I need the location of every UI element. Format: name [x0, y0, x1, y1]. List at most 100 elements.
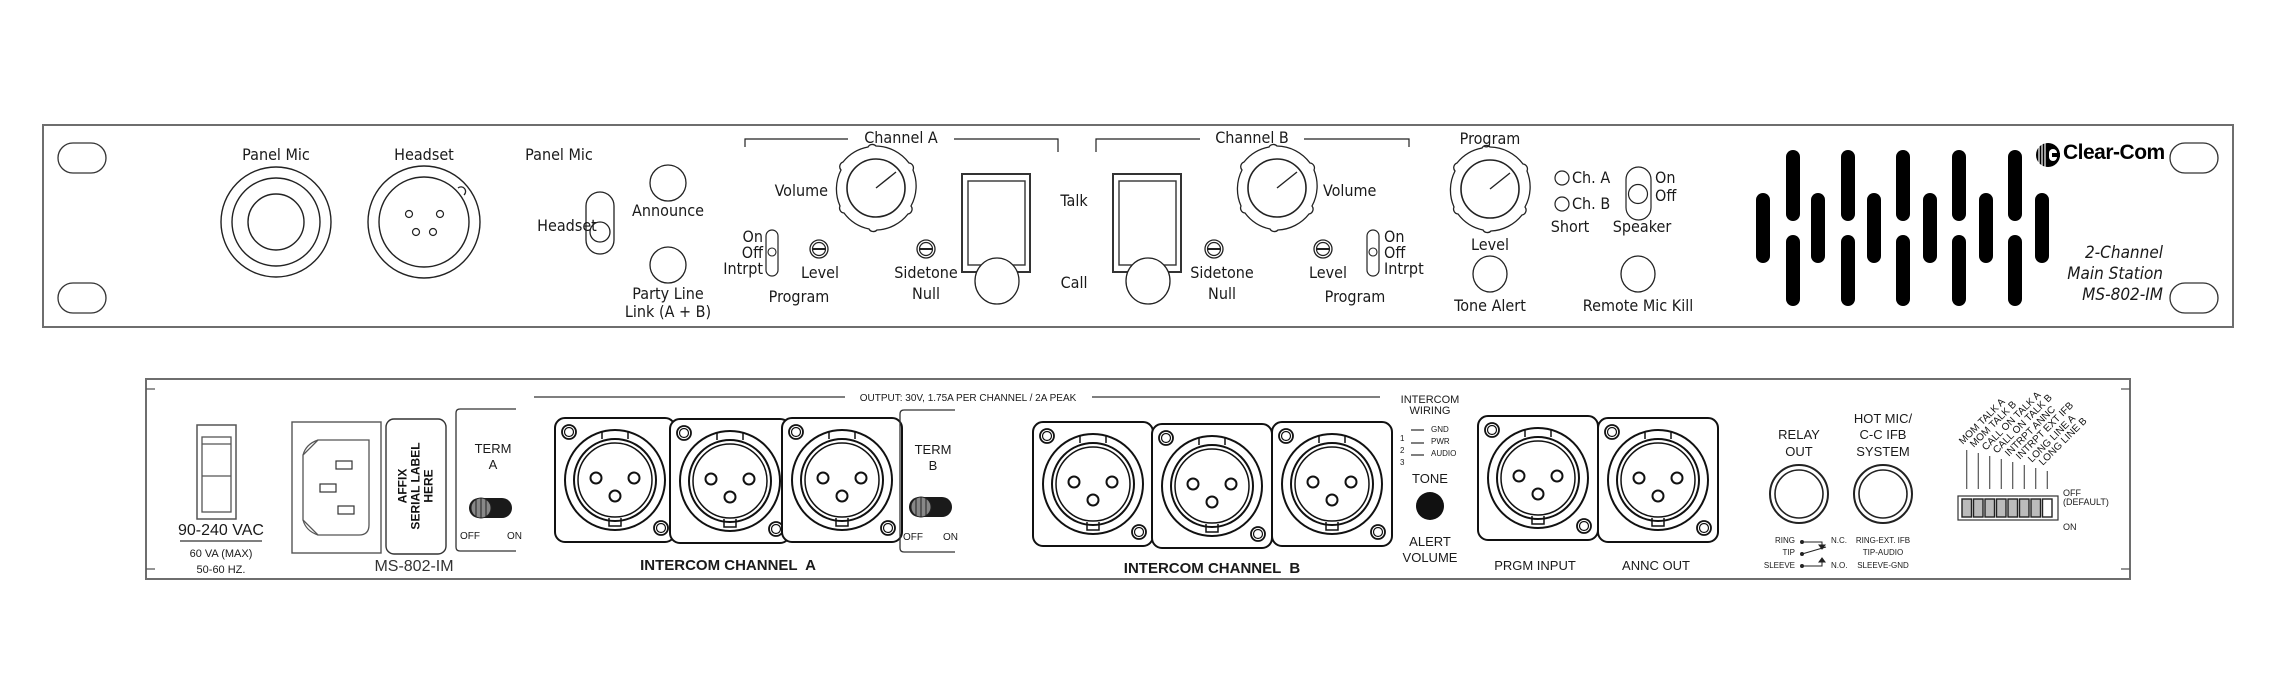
annc-out-connector[interactable]: [1597, 417, 1719, 543]
channel-b-program-switch[interactable]: [1366, 229, 1380, 277]
speaker-slot: [1952, 235, 1966, 306]
term-a-switch[interactable]: [469, 497, 512, 519]
dip-switch-8[interactable]: [2041, 498, 2053, 518]
channel-b-switch-intrpt: Intrpt: [1384, 259, 1424, 278]
panel-mic-jack[interactable]: [220, 166, 332, 278]
hot-mic-ifb-jack[interactable]: [1853, 464, 1913, 524]
program-level-label: Level: [1471, 235, 1509, 254]
dip-switch-6[interactable]: [2018, 498, 2030, 518]
speaker-slot: [1867, 193, 1881, 263]
term-b-label-1: TERM: [914, 442, 952, 457]
dip-switch-3[interactable]: [1984, 498, 1996, 518]
dip-switch-4[interactable]: [1995, 498, 2007, 518]
dip-switch-bank[interactable]: [1957, 450, 2059, 521]
serial-label-area: [385, 418, 447, 555]
annc-out-label: ANNC OUT: [1622, 558, 1690, 573]
power-rating: 90-240 VAC: [178, 522, 264, 539]
program-knob-label: Program: [1459, 129, 1521, 148]
channel-b-program-level-trim[interactable]: [1313, 239, 1333, 259]
party-line-link-label: Link (A + B): [624, 302, 712, 321]
channel-b-sidetone-label: Sidetone: [1190, 263, 1254, 282]
channel-a-level-label: Level: [801, 263, 839, 282]
dip-switch-5[interactable]: [2007, 498, 2019, 518]
dip-switch-1[interactable]: [1961, 498, 1973, 518]
party-line-link-button[interactable]: [649, 246, 687, 284]
channel-a-program-level-trim[interactable]: [809, 239, 829, 259]
wiring-title-1: INTERCOM: [1400, 394, 1460, 406]
speaker-slot: [1811, 193, 1825, 263]
tone-alert-volume-knob[interactable]: [1416, 492, 1444, 520]
tone-alert-button[interactable]: [1472, 255, 1508, 293]
clear-com-logo-icon: [2036, 143, 2060, 167]
channel-b-talk-button[interactable]: [1112, 173, 1182, 273]
mount-hole-top-right: [2169, 142, 2219, 174]
channel-b-call-button[interactable]: [1125, 257, 1171, 305]
channel-b-level-label: Level: [1309, 263, 1347, 282]
channel-a-sidetone-null-trim[interactable]: [916, 239, 936, 259]
relay-out-jack[interactable]: [1769, 464, 1829, 524]
power-va: 60 VA (MAX): [189, 548, 253, 560]
dip-switch-7[interactable]: [2030, 498, 2042, 518]
channel-b-switch-off: Off: [1384, 243, 1406, 262]
power-inlet: [291, 421, 382, 554]
relay-nc-label: N.C.: [1831, 536, 1847, 545]
program-level-knob[interactable]: [1449, 144, 1531, 234]
dip-switch-2[interactable]: [1972, 498, 1984, 518]
hot-mic-ring-label: RING-EXT. IFB: [1855, 536, 1911, 545]
clear-com-brand: Clear-Com: [2063, 141, 2165, 164]
term-b-on-label: ON: [943, 532, 958, 543]
wiring-pin-pwr: PWR: [1431, 437, 1450, 446]
relay-out-label-1: RELAY: [1778, 427, 1820, 442]
mount-hole-bottom-right: [2169, 282, 2219, 314]
remote-mic-kill-button[interactable]: [1620, 255, 1656, 293]
channel-a-volume-knob[interactable]: [835, 143, 917, 233]
speaker-slot: [1786, 235, 1800, 306]
intercom-a-connector-3[interactable]: [781, 417, 903, 543]
speaker-switch[interactable]: [1625, 166, 1652, 221]
channel-b-volume-knob[interactable]: [1236, 143, 1318, 233]
wiring-title-2: WIRING: [1409, 405, 1451, 417]
prgm-input-connector[interactable]: [1477, 415, 1599, 541]
power-switch[interactable]: [196, 424, 237, 520]
channel-a-call-button[interactable]: [974, 257, 1020, 305]
model-line-3: MS-802-IM: [2082, 285, 2163, 305]
announce-button[interactable]: [649, 164, 687, 202]
hot-mic-label-3: SYSTEM: [1856, 444, 1910, 459]
channel-b-sidetone-null-trim[interactable]: [1204, 239, 1224, 259]
short-ch-b-label: Ch. B: [1572, 194, 1611, 213]
term-b-switch[interactable]: [909, 496, 952, 518]
intercom-a-connector-1[interactable]: [554, 417, 676, 543]
intercom-a-connector-2[interactable]: [669, 418, 791, 544]
channel-b-program-label: Program: [1324, 287, 1386, 306]
relay-ring-label: RING: [1775, 536, 1795, 545]
intercom-b-connector-2[interactable]: [1151, 423, 1273, 549]
wiring-pin-gnd: GND: [1431, 425, 1449, 434]
mic-select-bottom-label: Headset: [537, 216, 597, 235]
channel-a-program-switch[interactable]: [765, 229, 779, 277]
short-label: Short: [1550, 217, 1590, 236]
announce-label: Announce: [632, 201, 704, 220]
tone-label: TONE: [1412, 471, 1448, 486]
remote-mic-kill-label: Remote Mic Kill: [1582, 296, 1694, 315]
wiring-pin-audio: AUDIO: [1431, 449, 1457, 458]
mount-hole-top-left: [57, 142, 107, 174]
hot-mic-tip-label: TIP-AUDIO: [1862, 548, 1904, 557]
speaker-on-label: On: [1655, 168, 1676, 187]
term-a-off-label: OFF: [460, 531, 480, 542]
intercom-channel-b-label: INTERCOM CHANNEL B: [1123, 560, 1301, 577]
headset-connector[interactable]: [367, 165, 481, 279]
serial-label-line-3: HERE: [421, 469, 436, 503]
channel-a-talk-button[interactable]: [961, 173, 1031, 273]
term-a-label-2: A: [488, 457, 498, 472]
channel-a-sidetone-label: Sidetone: [894, 263, 958, 282]
alert-label: ALERT: [1409, 534, 1451, 549]
dip-off-label: OFF: [2063, 488, 2081, 498]
speaker-slot: [1756, 193, 1770, 263]
channel-b-bracket: [1095, 138, 1410, 152]
mic-select-switch[interactable]: [585, 191, 615, 255]
channel-a-program-label: Program: [768, 287, 830, 306]
intercom-b-connector-1[interactable]: [1032, 421, 1154, 547]
speaker-slot: [1841, 150, 1855, 221]
intercom-b-connector-3[interactable]: [1271, 421, 1393, 547]
